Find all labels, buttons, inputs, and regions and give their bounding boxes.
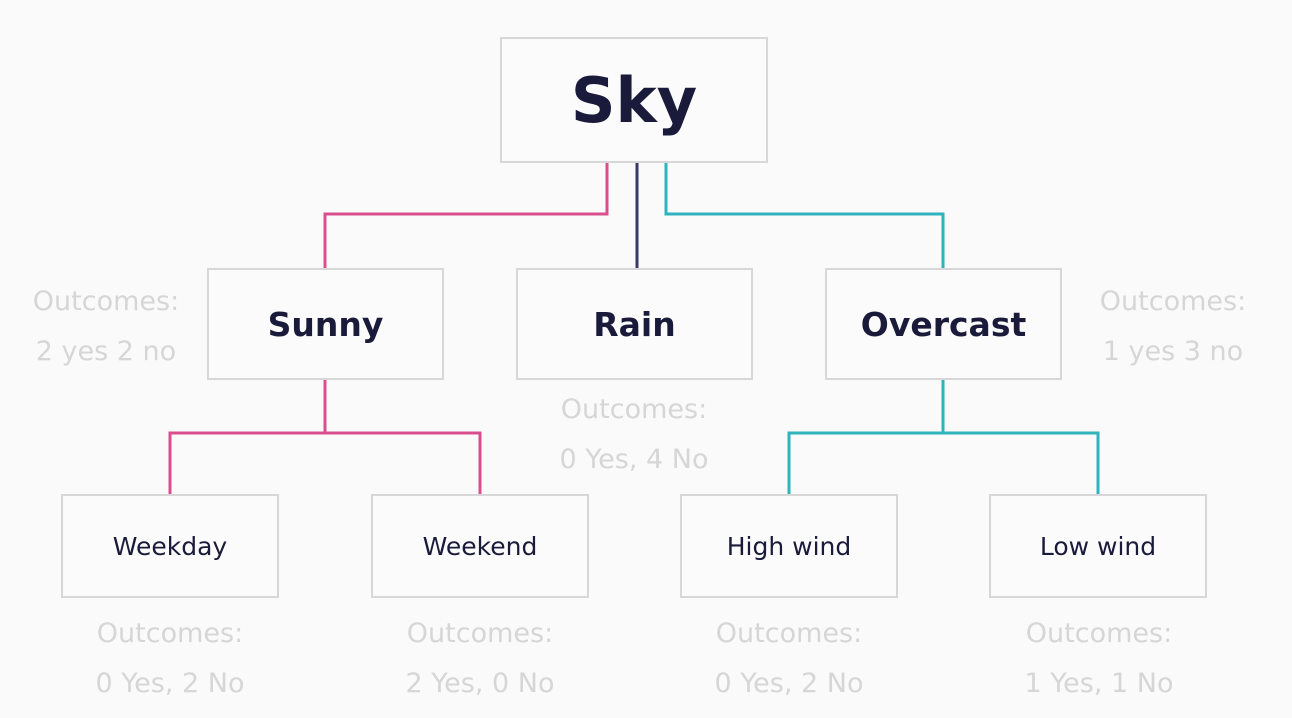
outcome-high-wind-value: 0 Yes, 2 No (714, 668, 864, 699)
node-weekend: Weekend (371, 494, 589, 598)
node-high-wind: High wind (680, 494, 898, 598)
outcome-rain-title: Outcomes: (560, 394, 708, 425)
connector-sky-sunny (323, 163, 609, 268)
outcome-high-wind: Outcomes: 0 Yes, 2 No (679, 609, 899, 709)
outcome-sunny-value: 2 yes 2 no (35, 336, 177, 367)
outcome-overcast-value: 1 yes 3 no (1102, 336, 1244, 367)
node-rain: Rain (516, 268, 753, 380)
outcome-high-wind-title: Outcomes: (715, 618, 863, 649)
outcome-overcast-title: Outcomes: (1099, 286, 1247, 317)
node-low-wind: Low wind (989, 494, 1207, 598)
outcome-sunny: Outcomes: 2 yes 2 no (16, 277, 196, 377)
node-weekday-label: Weekday (112, 531, 228, 561)
outcome-rain-value: 0 Yes, 4 No (559, 444, 709, 475)
connector-overcast-low-wind (943, 431, 1100, 494)
outcome-weekend: Outcomes: 2 Yes, 0 No (370, 609, 590, 709)
outcome-low-wind-title: Outcomes: (1025, 618, 1173, 649)
node-sunny: Sunny (207, 268, 444, 380)
node-sky-label: Sky (570, 63, 698, 137)
outcome-low-wind-value: 1 Yes, 1 No (1024, 668, 1174, 699)
connector-overcast-high-wind (787, 431, 943, 494)
node-overcast-label: Overcast (860, 304, 1027, 344)
outcome-low-wind: Outcomes: 1 Yes, 1 No (989, 609, 1209, 709)
node-high-wind-label: High wind (726, 531, 852, 561)
node-weekday: Weekday (61, 494, 279, 598)
connector-sunny-weekend (325, 431, 482, 494)
outcome-weekday-value: 0 Yes, 2 No (95, 668, 245, 699)
outcome-sunny-title: Outcomes: (32, 286, 180, 317)
node-rain-label: Rain (593, 304, 676, 344)
outcome-weekend-value: 2 Yes, 0 No (405, 668, 555, 699)
outcome-weekday: Outcomes: 0 Yes, 2 No (60, 609, 280, 709)
outcome-overcast: Outcomes: 1 yes 3 no (1082, 277, 1264, 377)
connector-sky-overcast (664, 163, 945, 268)
node-overcast: Overcast (825, 268, 1062, 380)
outcome-weekend-title: Outcomes: (406, 618, 554, 649)
outcome-weekday-title: Outcomes: (96, 618, 244, 649)
connector-sunny-weekday (168, 431, 325, 494)
outcome-rain: Outcomes: 0 Yes, 4 No (534, 385, 734, 485)
node-sunny-label: Sunny (267, 304, 384, 344)
node-low-wind-label: Low wind (1039, 531, 1157, 561)
node-sky: Sky (500, 37, 768, 163)
node-weekend-label: Weekend (422, 531, 538, 561)
